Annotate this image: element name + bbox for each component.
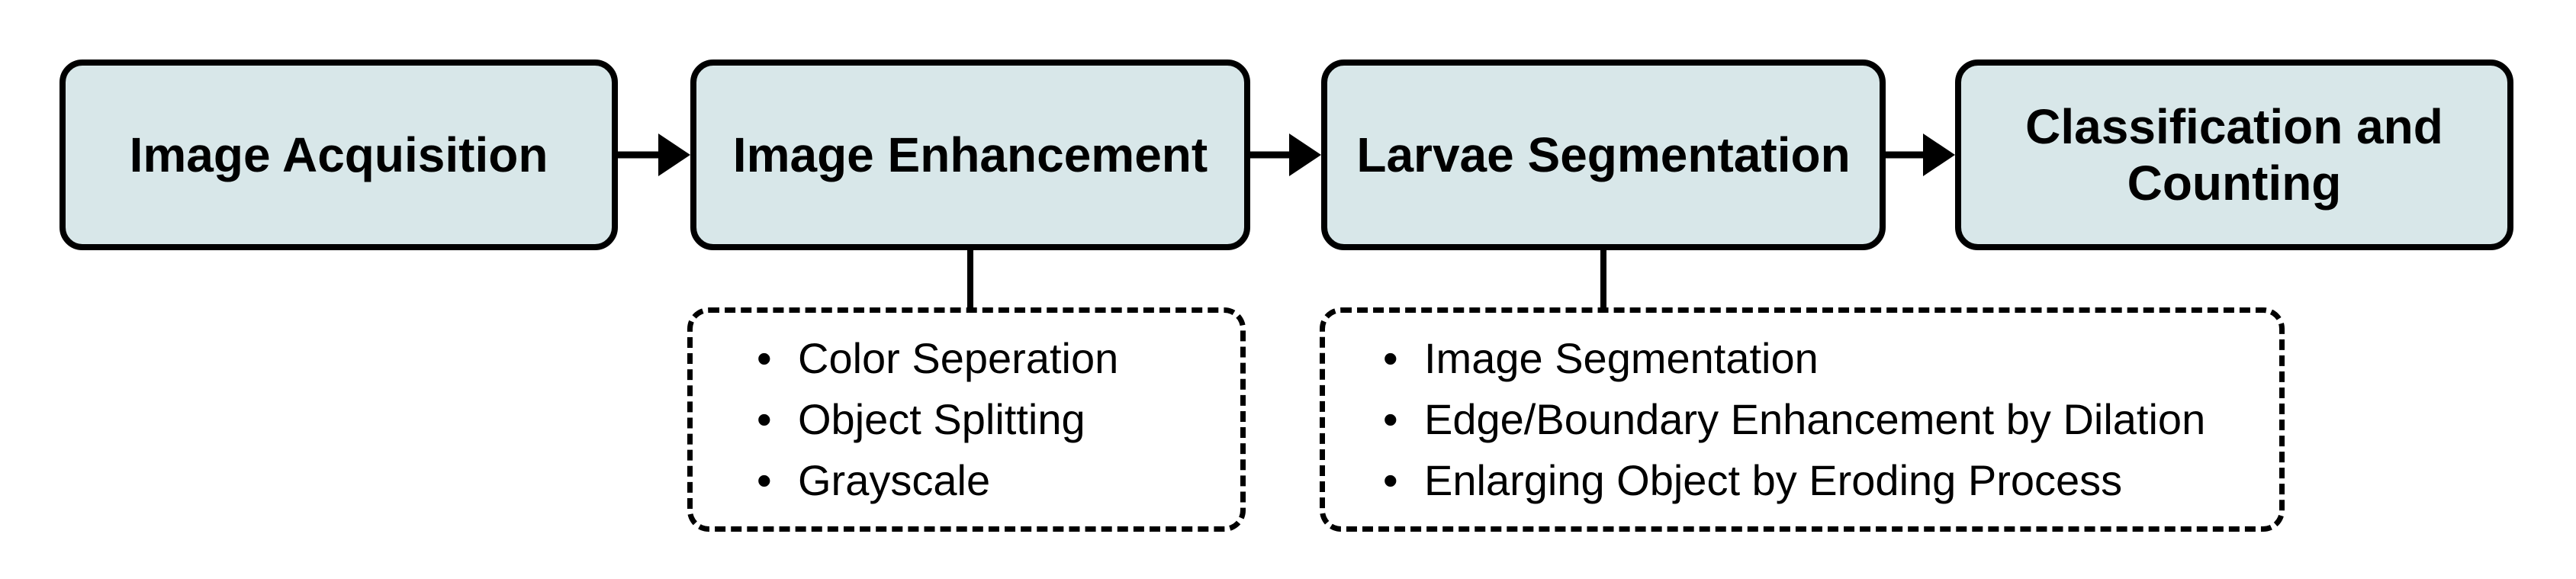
step-label-image-acquisition: Image Acquisition — [129, 127, 548, 182]
detail-list-larvae-segmentation: Image Segmentation Edge/Boundary Enhance… — [1325, 313, 2279, 511]
detail-item: Object Splitting — [757, 389, 1233, 450]
detail-item: Image Segmentation — [1383, 328, 2272, 389]
arrow-right-icon-1 — [616, 124, 690, 185]
step-label-larvae-segmentation: Larvae Segmentation — [1356, 127, 1851, 182]
step-label-image-enhancement: Image Enhancement — [732, 127, 1208, 182]
detail-box-larvae-segmentation: Image Segmentation Edge/Boundary Enhance… — [1320, 307, 2285, 532]
detail-item: Grayscale — [757, 450, 1233, 511]
detail-list-image-enhancement: Color Seperation Object Splitting Graysc… — [693, 313, 1240, 511]
step-label-classification-counting: Classification and Counting — [2025, 99, 2443, 211]
step-box-image-enhancement: Image Enhancement — [690, 60, 1250, 250]
detail-item: Edge/Boundary Enhancement by Dilation — [1383, 389, 2272, 450]
step-box-larvae-segmentation: Larvae Segmentation — [1321, 60, 1886, 250]
step-box-image-acquisition: Image Acquisition — [59, 60, 618, 250]
arrow-right-icon-2 — [1249, 124, 1321, 185]
step-box-classification-counting: Classification and Counting — [1955, 60, 2513, 250]
detail-item: Enlarging Object by Eroding Process — [1383, 450, 2272, 511]
detail-box-image-enhancement: Color Seperation Object Splitting Graysc… — [687, 307, 1246, 532]
connector-line-image-enhancement — [967, 247, 973, 310]
detail-item: Color Seperation — [757, 328, 1233, 389]
connector-line-larvae-segmentation — [1600, 247, 1606, 310]
arrow-right-icon-3 — [1884, 124, 1955, 185]
